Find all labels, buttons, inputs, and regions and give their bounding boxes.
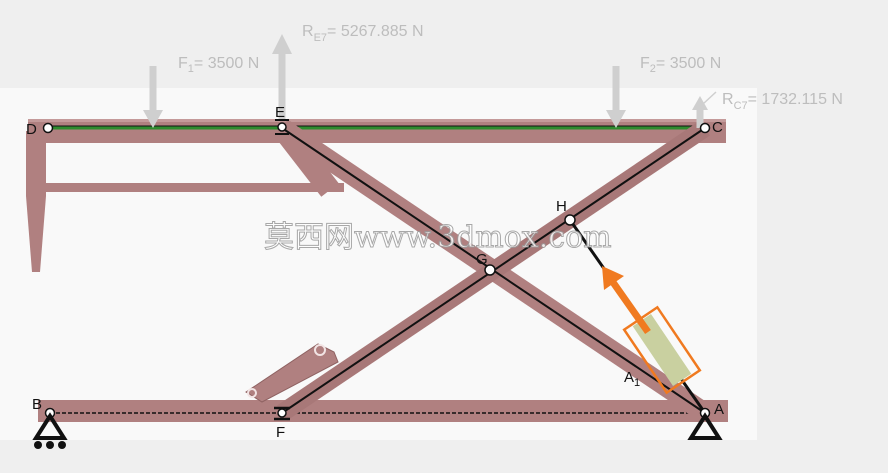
top-platform: [26, 119, 726, 272]
top-platform-end-plate: [26, 131, 46, 272]
joints: [42, 119, 711, 421]
support-b-roller: [32, 412, 68, 449]
base-frame: [38, 400, 728, 422]
drawing-panel: [0, 88, 757, 440]
point-label-h: H: [556, 198, 567, 215]
force-f1-label: F1= 3500 N: [178, 55, 259, 75]
joint-d: [42, 122, 54, 134]
point-label-f: F: [276, 424, 285, 441]
force-f2-label: F2= 3500 N: [640, 55, 721, 75]
point-label-e: E: [275, 104, 285, 121]
reaction-re7-label: RE7= 5267.885 N: [302, 23, 424, 44]
slider-e: [275, 119, 289, 135]
joint-g: [484, 264, 496, 276]
watermark: 莫西网www.3dmox.com: [264, 220, 612, 255]
point-label-a: A: [714, 401, 724, 418]
force-arrows: [143, 34, 717, 128]
actuator-force-shaft: [607, 275, 651, 335]
point-label-d: D: [26, 121, 37, 138]
aux-bracket: [245, 343, 339, 403]
top-platform-rail: [44, 183, 344, 192]
actuator-force-arrowhead: [602, 266, 624, 290]
point-label-a1: A1: [624, 369, 640, 389]
support-a-pin: [687, 412, 723, 440]
joint-c: [699, 122, 711, 134]
point-label-g: G: [476, 251, 488, 268]
point-label-c: C: [712, 119, 723, 136]
slider-f: [274, 406, 290, 421]
point-label-b: B: [32, 396, 42, 413]
hydraulic-cylinder: [602, 266, 702, 395]
reaction-rc7-label: RC7= 1732.115 N: [722, 91, 843, 112]
joint-h: [564, 214, 576, 226]
